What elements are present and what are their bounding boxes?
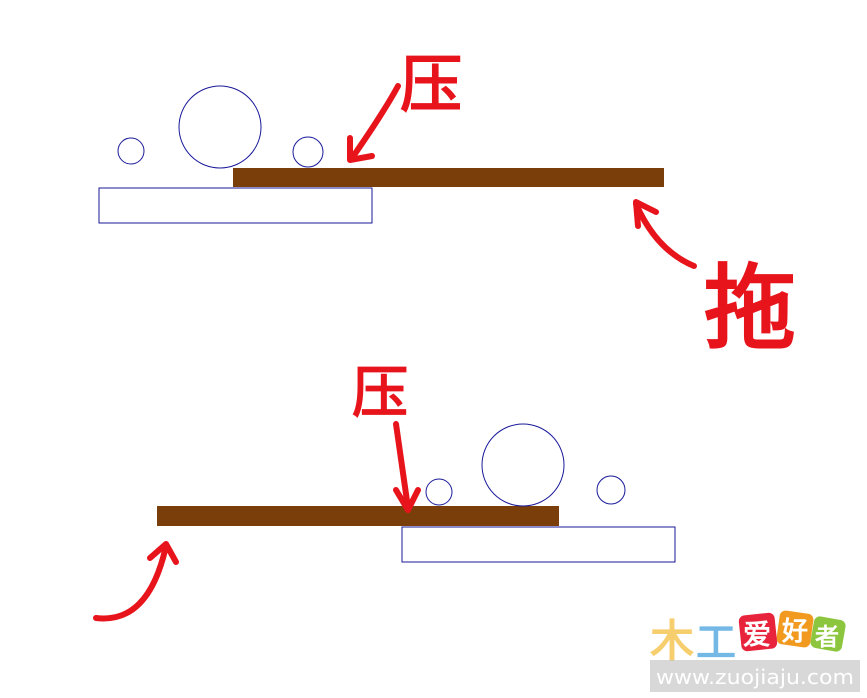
logo-tile-5 <box>810 616 846 652</box>
bottom-scene: 压 <box>93 361 676 622</box>
watermark: 木 工 爱 好 者 www.zuojiaju.com <box>650 610 860 692</box>
watermark-url-bar <box>650 660 860 692</box>
bottom-press-arrowhead <box>393 487 421 513</box>
top-drag-arrowhead <box>633 199 659 229</box>
top-board <box>233 168 664 187</box>
logo-char-5: 者 <box>815 623 839 651</box>
top-drag-arrow <box>633 201 697 269</box>
bottom-press-arrow <box>393 421 411 511</box>
bottom-small-circle-left <box>425 478 453 506</box>
bottom-board <box>157 506 559 526</box>
top-press-label: 压 <box>400 48 462 121</box>
top-press-arrow <box>349 83 401 161</box>
bottom-lift-arrow <box>93 543 169 622</box>
bottom-small-circle-right <box>596 475 626 505</box>
top-base-block <box>98 187 373 224</box>
watermark-url: www.zuojiaju.com <box>656 665 854 689</box>
logo-tile-3 <box>738 612 778 652</box>
logo-char-2: 工 <box>696 620 736 666</box>
logo-tile-4 <box>776 610 814 648</box>
bottom-base-block <box>401 526 676 563</box>
watermark-logo: 木 工 爱 好 者 <box>650 610 846 667</box>
logo-char-1: 木 <box>650 616 694 667</box>
bottom-press-label: 压 <box>352 361 408 426</box>
logo-char-4: 好 <box>781 617 808 647</box>
top-press-arrowhead <box>347 135 375 163</box>
bottom-large-circle <box>481 423 565 507</box>
top-small-circle-left <box>117 137 145 165</box>
top-scene: 压 拖 <box>98 48 796 362</box>
logo-char-3: 爱 <box>743 618 771 651</box>
bottom-lift-arrowhead <box>147 541 179 565</box>
top-small-circle-right <box>292 136 324 168</box>
top-large-circle <box>178 85 262 169</box>
top-drag-label: 拖 <box>704 255 796 362</box>
